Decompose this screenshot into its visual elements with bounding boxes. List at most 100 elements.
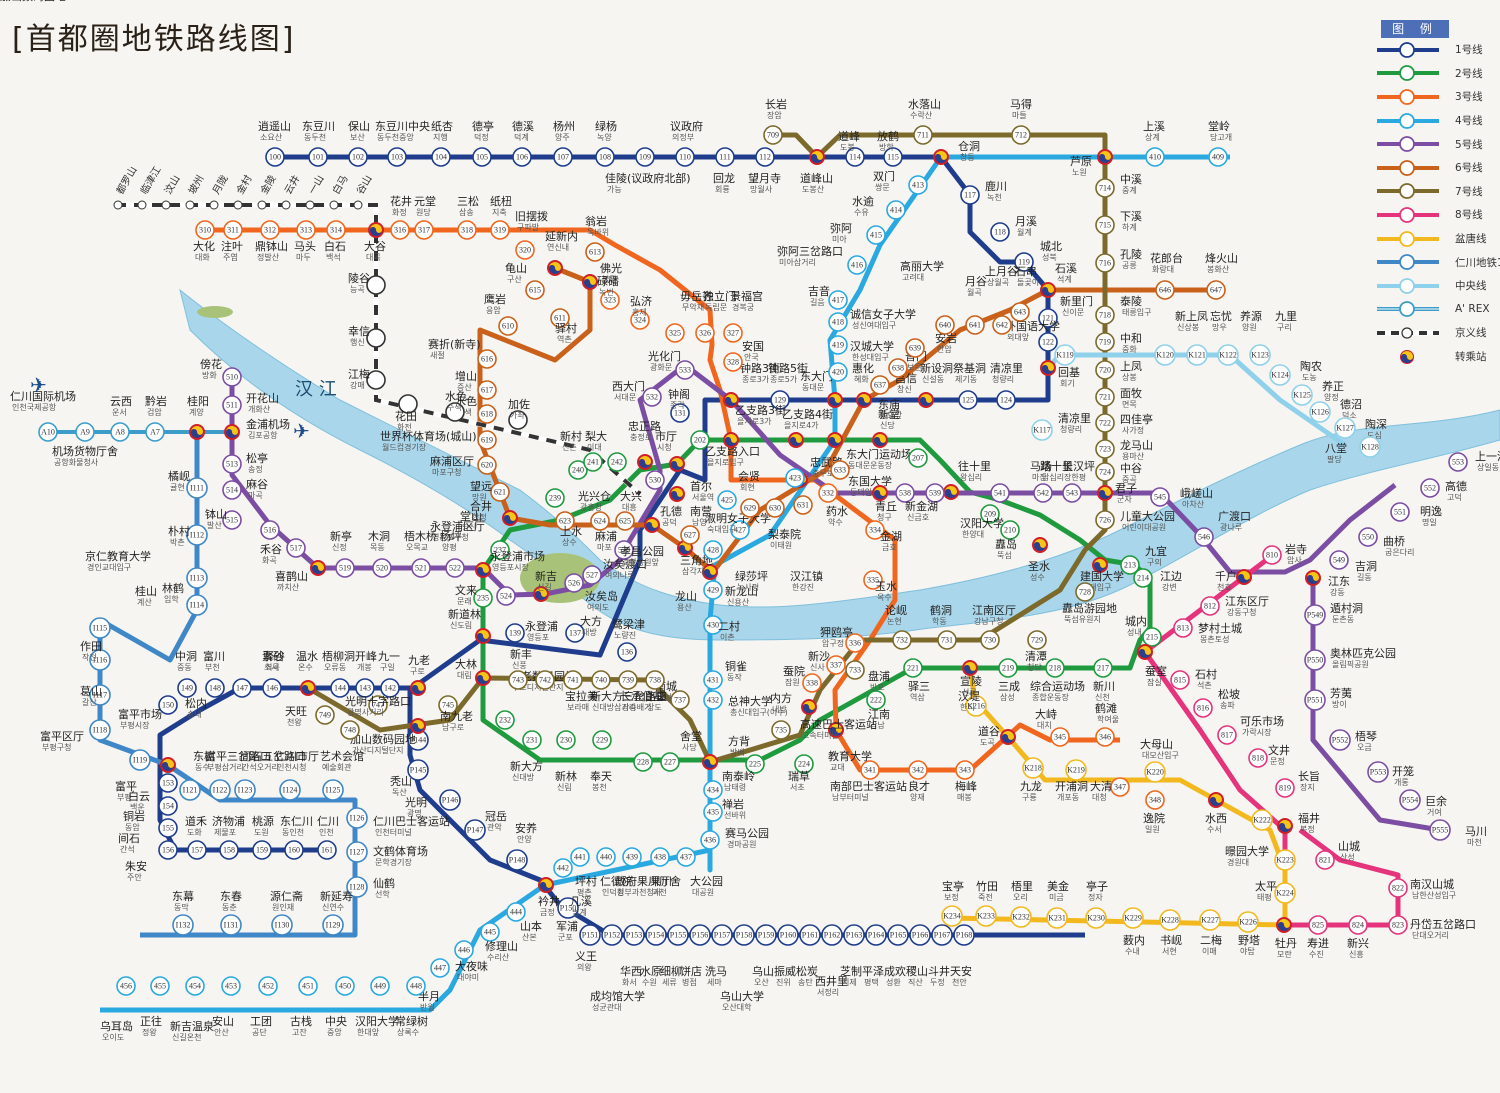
station[interactable]: 207	[908, 448, 928, 468]
station[interactable]: K223	[1274, 849, 1296, 871]
station[interactable]: 239	[545, 488, 565, 508]
